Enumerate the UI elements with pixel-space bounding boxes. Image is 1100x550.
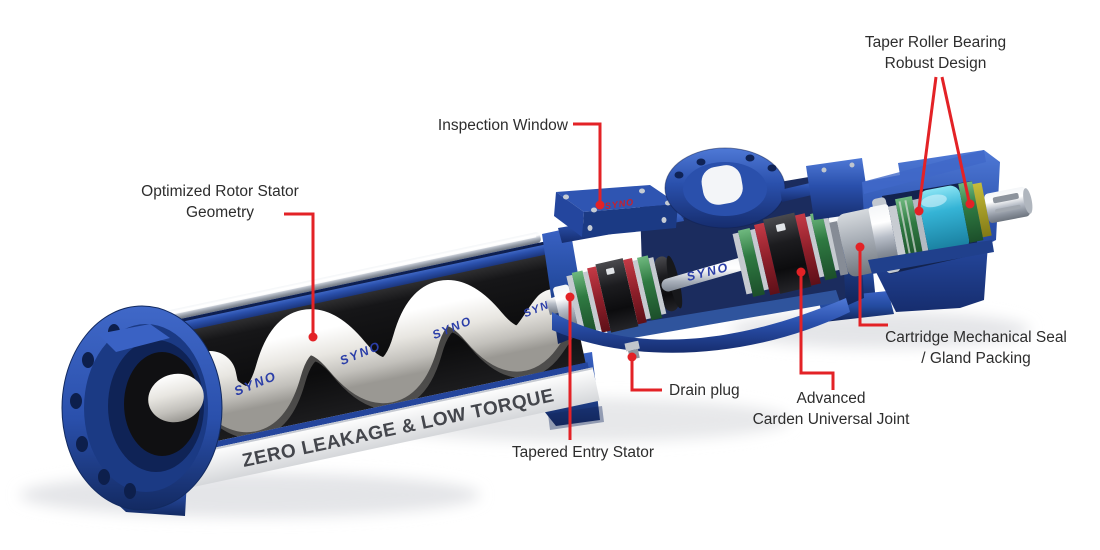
taper-roller-bearing-right xyxy=(958,181,984,243)
label-line: Carden Universal Joint xyxy=(752,411,910,428)
callout-lines xyxy=(284,76,971,440)
coupling-assembly: SYNO xyxy=(546,211,855,336)
label-line: Tapered Entry Stator xyxy=(511,444,655,461)
label-line: Inspection Window xyxy=(437,117,568,134)
window-brand-text: SYNO xyxy=(604,197,635,211)
label-optimized-rotor-stator: Optimized Rotor Stator Geometry xyxy=(114,181,326,223)
label-line: Optimized Rotor Stator xyxy=(141,183,299,200)
discharge-flange-bolt-holes xyxy=(674,154,777,179)
inspection-window-part: SYNO xyxy=(554,185,678,237)
label-taper-roller-bearing: Taper Roller Bearing Robust Design xyxy=(828,32,1043,74)
label-line: Cartridge Mechanical Seal xyxy=(885,329,1067,346)
callout-dots xyxy=(308,199,975,362)
flange-bolt-holes xyxy=(70,324,136,499)
leader-carden-joint xyxy=(799,274,835,390)
label-cartridge-mechanical-seal: Cartridge Mechanical Seal / Gland Packin… xyxy=(864,327,1088,369)
discharge-flange xyxy=(664,147,786,229)
coupling-rod xyxy=(661,255,755,292)
bearing-housing-lip xyxy=(868,240,994,274)
label-drain-plug: Drain plug xyxy=(669,380,779,401)
label-line: Geometry xyxy=(185,204,255,221)
window-bolts xyxy=(563,188,671,231)
suction-flange xyxy=(61,305,223,511)
label-carden-universal-joint: Advanced Carden Universal Joint xyxy=(729,388,933,430)
label-inspection-window: Inspection Window xyxy=(416,115,568,136)
leader-taper-roller-left xyxy=(917,76,938,209)
leader-cartridge-seal xyxy=(858,249,888,327)
label-line: / Gland Packing xyxy=(921,350,1031,367)
label-line: Taper Roller Bearing xyxy=(864,34,1007,51)
leader-rotor-stator xyxy=(284,212,315,334)
label-tapered-entry-stator: Tapered Entry Stator xyxy=(476,442,690,463)
leader-inspection-window xyxy=(573,122,602,202)
cut-face-band xyxy=(177,367,600,489)
leader-drain-plug xyxy=(630,359,662,392)
label-line: Advanced xyxy=(796,390,866,407)
bearing-and-shaft xyxy=(868,181,1033,265)
label-line: Drain plug xyxy=(669,382,740,399)
leader-taper-roller-right xyxy=(940,76,971,202)
seal-chamber-block xyxy=(806,158,870,220)
label-line: Robust Design xyxy=(884,55,987,72)
